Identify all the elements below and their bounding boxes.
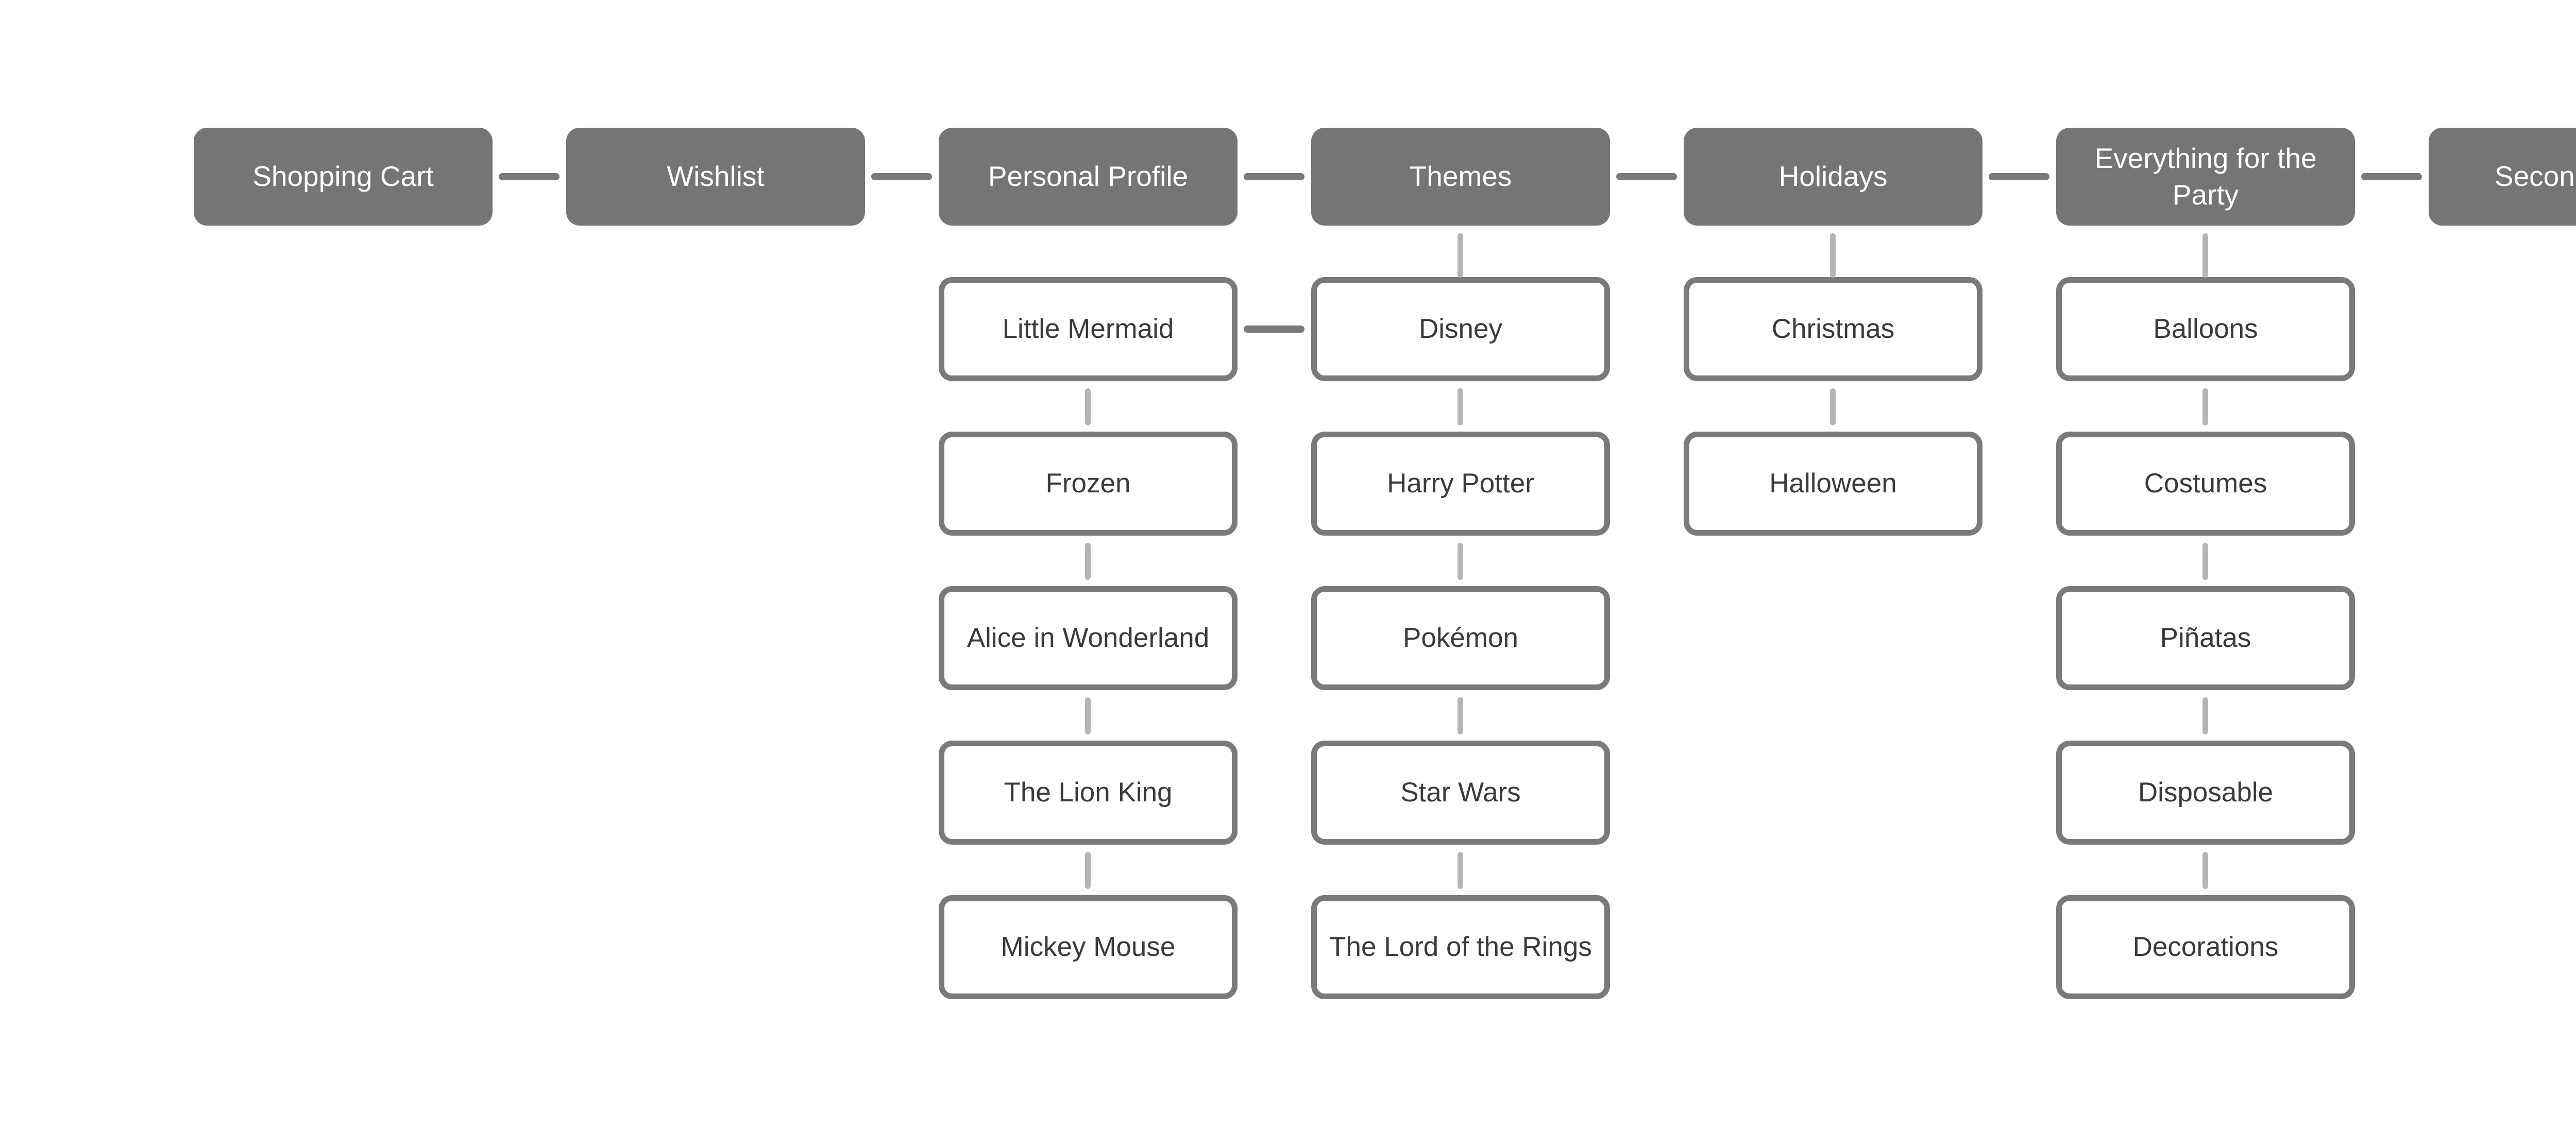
node-label: Decorations <box>2132 931 2279 962</box>
node-label: Star Wars <box>1400 777 1521 808</box>
v-connector-themes-disney <box>1458 233 1463 278</box>
node-label: Second hand <box>2494 160 2576 193</box>
node-label: Holidays <box>1778 160 1888 193</box>
v-connector-disney-harry-potter <box>1458 388 1463 425</box>
v-connector-christmas-halloween <box>1830 388 1836 425</box>
node-everything-for-the-party[interactable]: Everything for the Party <box>2056 128 2355 226</box>
node-label: Little Mermaid <box>1002 313 1174 344</box>
h-connector-personal-profile-themes <box>1244 173 1304 180</box>
node-shopping-cart[interactable]: Shopping Cart <box>194 128 493 226</box>
h-connector-little-mermaid-disney <box>1244 325 1304 333</box>
node-the-lion-king[interactable]: The Lion King <box>939 741 1238 845</box>
h-connector-themes-holidays <box>1616 173 1677 180</box>
node-label: Costumes <box>2144 468 2267 499</box>
node-personal-profile[interactable]: Personal Profile <box>939 128 1238 226</box>
v-connector-everything-for-the-party-balloons <box>2202 233 2208 278</box>
node-label: Piñatas <box>2160 622 2251 653</box>
v-connector-star-wars-the-lord-of-the-rings <box>1458 852 1463 889</box>
node-second-hand[interactable]: Second hand <box>2429 128 2576 226</box>
node-disney[interactable]: Disney <box>1311 277 1610 381</box>
node-little-mermaid[interactable]: Little Mermaid <box>939 277 1238 381</box>
v-connector-pokemon-star-wars <box>1458 697 1463 734</box>
node-label: Frozen <box>1045 468 1131 499</box>
node-alice-in-wonderland[interactable]: Alice in Wonderland <box>939 586 1238 690</box>
node-harry-potter[interactable]: Harry Potter <box>1311 432 1610 536</box>
node-costumes[interactable]: Costumes <box>2056 432 2355 536</box>
v-connector-costumes-pinatas <box>2202 543 2208 580</box>
v-connector-pinatas-disposable <box>2202 697 2208 734</box>
node-label: Disposable <box>2138 777 2274 808</box>
node-mickey-mouse[interactable]: Mickey Mouse <box>939 895 1238 999</box>
node-holidays[interactable]: Holidays <box>1684 128 1982 226</box>
node-themes[interactable]: Themes <box>1311 128 1610 226</box>
node-christmas[interactable]: Christmas <box>1684 277 1982 381</box>
node-frozen[interactable]: Frozen <box>939 432 1238 536</box>
node-halloween[interactable]: Halloween <box>1684 432 1982 536</box>
node-label: Personal Profile <box>988 160 1189 193</box>
node-label: Mickey Mouse <box>1001 931 1176 962</box>
node-label: The Lion King <box>1004 777 1173 808</box>
node-label: Halloween <box>1769 468 1897 499</box>
v-connector-harry-potter-pokemon <box>1458 543 1463 580</box>
node-label: Alice in Wonderland <box>967 622 1210 653</box>
node-label: Pokémon <box>1403 622 1518 653</box>
node-disposable[interactable]: Disposable <box>2056 741 2355 845</box>
node-pokemon[interactable]: Pokémon <box>1311 586 1610 690</box>
node-star-wars[interactable]: Star Wars <box>1311 741 1610 845</box>
v-connector-frozen-alice-in-wonderland <box>1085 543 1091 580</box>
node-label: Balloons <box>2153 313 2258 344</box>
node-label: Shopping Cart <box>252 160 434 193</box>
h-connector-wishlist-personal-profile <box>871 173 932 180</box>
h-connector-shopping-cart-wishlist <box>499 173 560 180</box>
v-connector-little-mermaid-frozen <box>1085 388 1091 425</box>
node-label: Christmas <box>1771 313 1895 344</box>
node-label: Themes <box>1409 160 1512 193</box>
node-pinatas[interactable]: Piñatas <box>2056 586 2355 690</box>
v-connector-the-lion-king-mickey-mouse <box>1085 852 1091 889</box>
v-connector-holidays-christmas <box>1830 233 1836 278</box>
node-label: Harry Potter <box>1387 468 1534 499</box>
node-label: Disney <box>1418 313 1502 344</box>
node-balloons[interactable]: Balloons <box>2056 277 2355 381</box>
node-the-lord-of-the-rings[interactable]: The Lord of the Rings <box>1311 895 1610 999</box>
h-connector-holidays-everything-for-the-party <box>1989 173 2049 180</box>
v-connector-alice-in-wonderland-the-lion-king <box>1085 697 1091 734</box>
node-label: The Lord of the Rings <box>1329 931 1592 962</box>
v-connector-disposable-decorations <box>2202 852 2208 889</box>
node-label: Wishlist <box>667 160 765 193</box>
v-connector-balloons-costumes <box>2202 388 2208 425</box>
h-connector-everything-for-the-party-second-hand <box>2361 173 2422 180</box>
node-wishlist[interactable]: Wishlist <box>566 128 865 226</box>
node-decorations[interactable]: Decorations <box>2056 895 2355 999</box>
node-label: Everything for the Party <box>2094 142 2317 211</box>
